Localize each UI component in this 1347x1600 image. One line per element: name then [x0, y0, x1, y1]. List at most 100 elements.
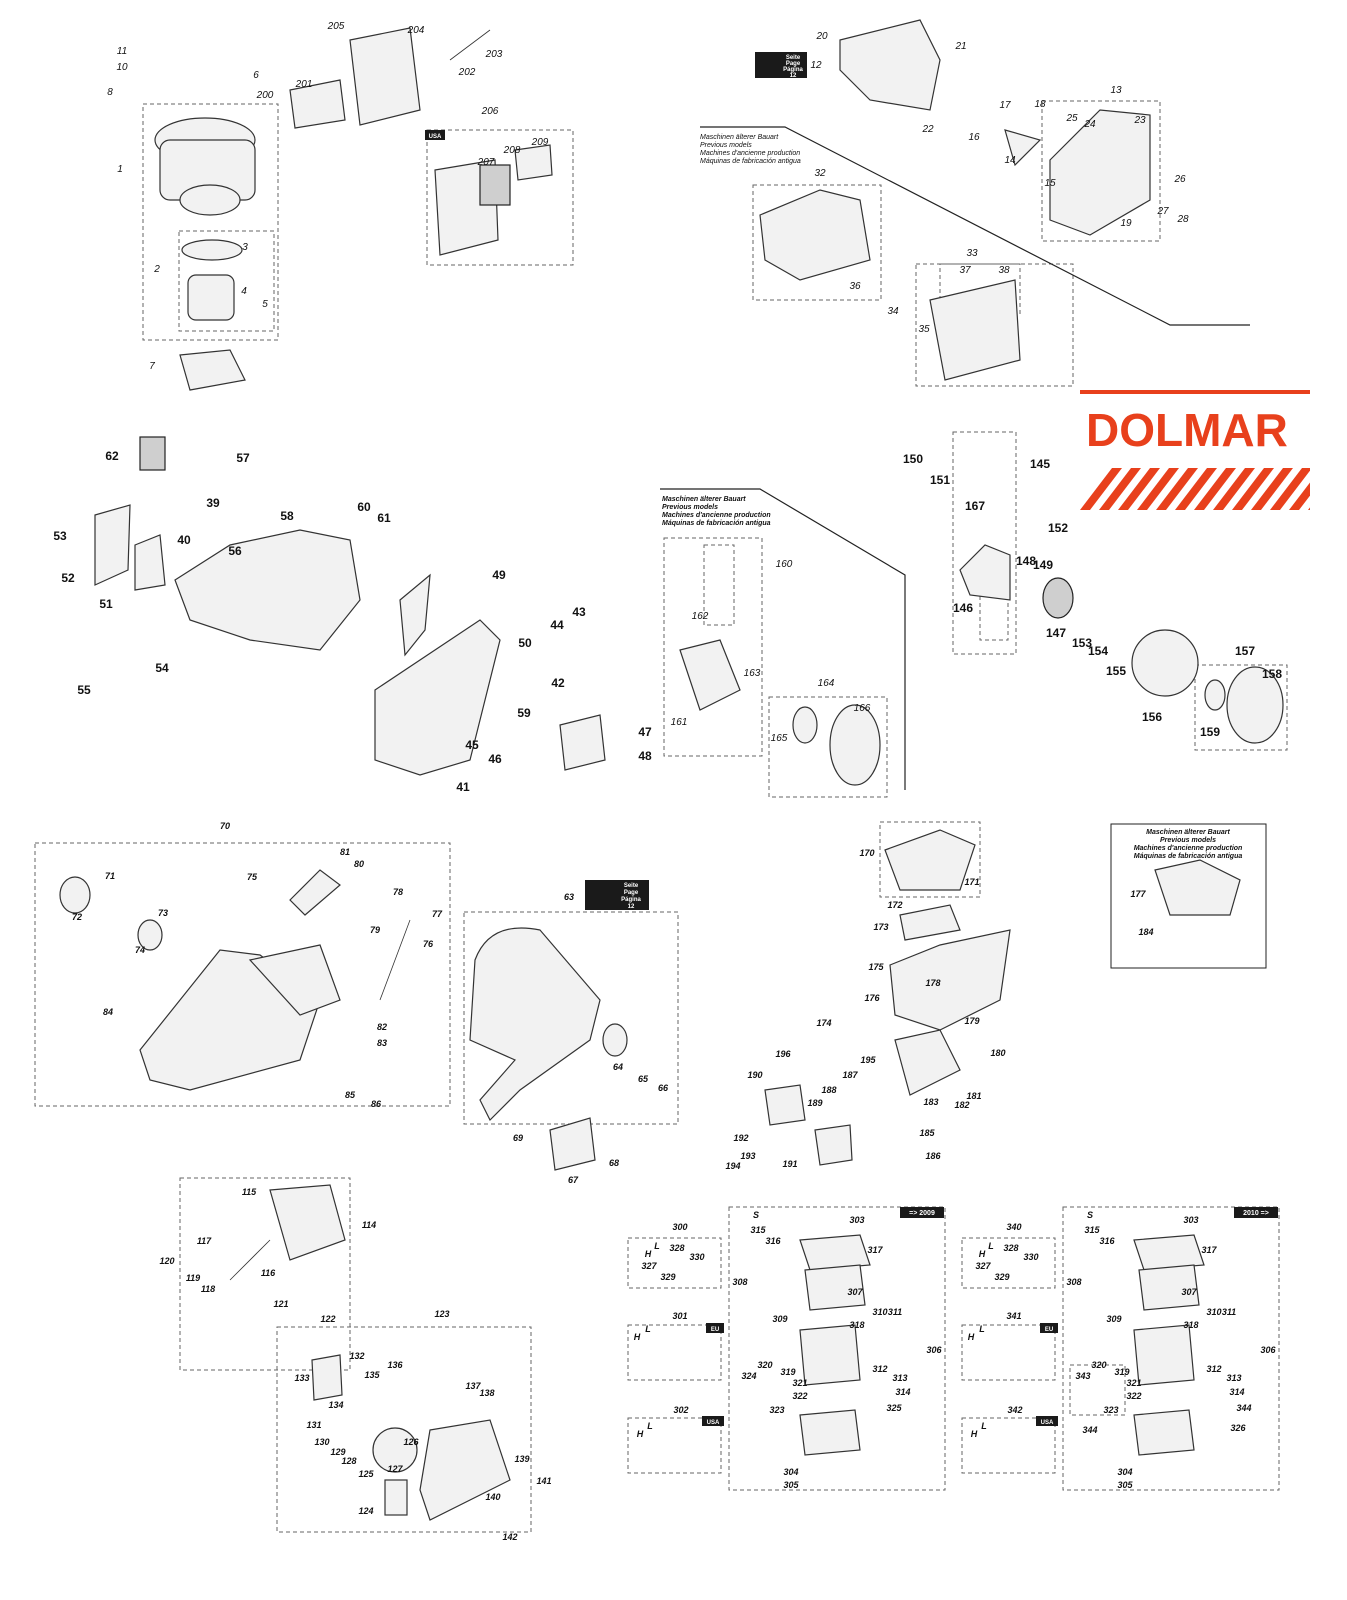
part-number-label[interactable]: 44 [550, 618, 564, 632]
part-number-label[interactable]: 18 [1034, 99, 1046, 110]
part-number-label[interactable]: 2 [153, 264, 160, 275]
part-number-label[interactable]: 46 [488, 752, 502, 766]
part-number-label[interactable]: 148 [1016, 554, 1036, 568]
part-number-label[interactable]: 66 [658, 1083, 669, 1093]
part-number-label[interactable]: 306 [926, 1345, 942, 1355]
part-number-label[interactable]: H [979, 1249, 986, 1259]
part-number-label[interactable]: 4 [241, 286, 247, 297]
part-number-label[interactable]: 125 [358, 1469, 374, 1479]
part-number-label[interactable]: 165 [771, 733, 788, 744]
part-number-label[interactable]: 209 [531, 137, 549, 148]
part-number-label[interactable]: 134 [328, 1400, 343, 1410]
part-number-label[interactable]: 35 [918, 324, 930, 335]
part-number-label[interactable]: 170 [859, 848, 874, 858]
part-number-label[interactable]: 327 [975, 1261, 991, 1271]
part-number-label[interactable]: 75 [247, 872, 258, 882]
part-number-label[interactable]: 123 [434, 1309, 449, 1319]
part-number-label[interactable]: 26 [1173, 174, 1186, 185]
part-number-label[interactable]: 20 [815, 31, 828, 42]
part-number-label[interactable]: 203 [485, 49, 503, 60]
part-number-label[interactable]: 115 [242, 1187, 257, 1197]
part-number-label[interactable]: 79 [370, 925, 380, 935]
part-number-label[interactable]: 195 [860, 1055, 876, 1065]
part-number-label[interactable]: 184 [1138, 927, 1153, 937]
part-number-label[interactable]: 192 [733, 1133, 748, 1143]
part-number-label[interactable]: 178 [925, 978, 940, 988]
part-number-label[interactable]: 142 [502, 1532, 517, 1542]
part-number-label[interactable]: 342 [1007, 1405, 1022, 1415]
part-number-label[interactable]: 86 [371, 1099, 382, 1109]
part-number-label[interactable]: 140 [485, 1492, 500, 1502]
part-number-label[interactable]: 64 [613, 1062, 623, 1072]
part-number-label[interactable]: 305 [1117, 1480, 1133, 1490]
part-number-label[interactable]: 13 [1110, 85, 1122, 96]
part-number-label[interactable]: 135 [364, 1370, 380, 1380]
part-number-label[interactable]: L [645, 1324, 651, 1334]
part-number-label[interactable]: 56 [228, 544, 242, 558]
part-number-label[interactable]: 201 [295, 79, 313, 90]
part-number-label[interactable]: 8 [107, 87, 113, 98]
part-number-label[interactable]: L [988, 1241, 994, 1251]
part-number-label[interactable]: H [637, 1429, 644, 1439]
part-number-label[interactable]: 322 [1126, 1391, 1141, 1401]
part-number-label[interactable]: 70 [220, 821, 230, 831]
part-number-label[interactable]: 50 [518, 636, 532, 650]
part-number-label[interactable]: 185 [919, 1128, 935, 1138]
part-number-label[interactable]: 85 [345, 1090, 356, 1100]
part-number-label[interactable]: 150 [903, 452, 923, 466]
part-number-label[interactable]: 312 [1206, 1364, 1221, 1374]
part-number-label[interactable]: 319 [1114, 1367, 1129, 1377]
part-number-label[interactable]: 318 [1183, 1320, 1198, 1330]
part-number-label[interactable]: 311 [1222, 1307, 1236, 1317]
part-number-label[interactable]: 17 [999, 100, 1011, 111]
part-number-label[interactable]: 186 [925, 1151, 941, 1161]
part-number-label[interactable]: L [654, 1241, 660, 1251]
part-number-label[interactable]: S [1087, 1210, 1093, 1220]
part-number-label[interactable]: H [634, 1332, 641, 1342]
part-number-label[interactable]: 308 [1066, 1277, 1081, 1287]
part-number-label[interactable]: 330 [1023, 1252, 1038, 1262]
part-number-label[interactable]: 194 [725, 1161, 740, 1171]
part-number-label[interactable]: 320 [757, 1360, 772, 1370]
part-number-label[interactable]: 11 [117, 46, 127, 57]
part-number-label[interactable]: 181 [966, 1091, 981, 1101]
part-number-label[interactable]: 118 [201, 1284, 215, 1294]
part-number-label[interactable]: 59 [517, 706, 531, 720]
part-number-label[interactable]: 15 [1044, 178, 1056, 189]
part-number-label[interactable]: 147 [1046, 626, 1066, 640]
part-number-label[interactable]: 179 [964, 1016, 979, 1026]
part-number-label[interactable]: 158 [1262, 667, 1282, 681]
part-number-label[interactable]: 180 [990, 1048, 1005, 1058]
part-number-label[interactable]: 5 [262, 299, 268, 310]
part-number-label[interactable]: 38 [998, 265, 1010, 276]
part-number-label[interactable]: 154 [1088, 644, 1108, 658]
part-number-label[interactable]: 121 [273, 1299, 288, 1309]
part-number-label[interactable]: 39 [206, 496, 220, 510]
part-number-label[interactable]: 189 [807, 1098, 822, 1108]
part-number-label[interactable]: 343 [1075, 1371, 1090, 1381]
part-number-label[interactable]: 47 [638, 725, 652, 739]
part-number-label[interactable]: 320 [1091, 1360, 1106, 1370]
part-number-label[interactable]: 317 [1201, 1245, 1217, 1255]
part-number-label[interactable]: 81 [340, 847, 350, 857]
part-number-label[interactable]: 3 [242, 242, 248, 253]
part-number-label[interactable]: 62 [105, 449, 119, 463]
part-number-label[interactable]: 304 [783, 1467, 798, 1477]
part-number-label[interactable]: 330 [689, 1252, 704, 1262]
part-number-label[interactable]: 187 [842, 1070, 858, 1080]
part-number-label[interactable]: 1 [117, 164, 123, 175]
part-number-label[interactable]: L [647, 1421, 653, 1431]
part-number-label[interactable]: 33 [966, 248, 978, 259]
part-number-label[interactable]: 161 [671, 717, 688, 728]
part-number-label[interactable]: 318 [849, 1320, 864, 1330]
part-number-label[interactable]: 6 [253, 70, 259, 81]
part-number-label[interactable]: 314 [1229, 1387, 1244, 1397]
part-number-label[interactable]: 60 [357, 500, 371, 514]
part-number-label[interactable]: 40 [177, 533, 191, 547]
part-number-label[interactable]: 301 [672, 1311, 687, 1321]
part-number-label[interactable]: 193 [740, 1151, 755, 1161]
part-number-label[interactable]: 137 [465, 1381, 481, 1391]
part-number-label[interactable]: 124 [358, 1506, 373, 1516]
part-number-label[interactable]: 316 [1099, 1236, 1115, 1246]
part-number-label[interactable]: 37 [959, 265, 971, 276]
